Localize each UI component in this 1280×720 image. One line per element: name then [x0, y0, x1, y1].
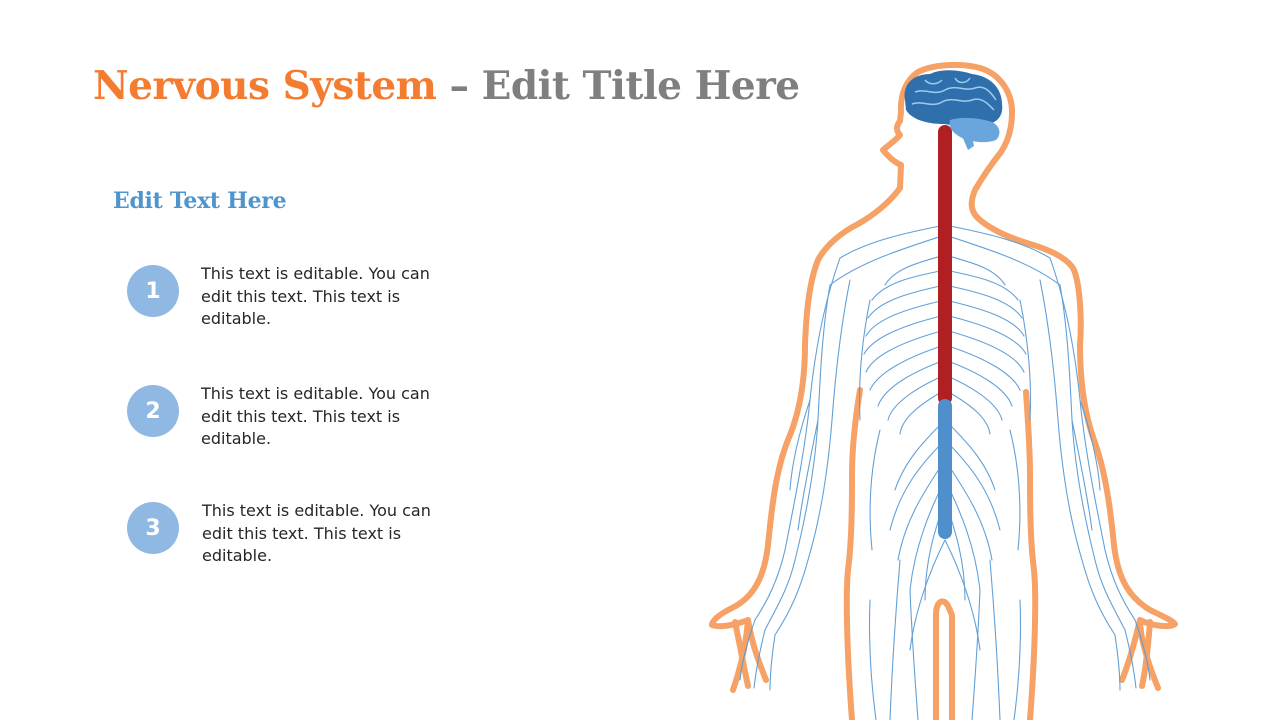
- item-text[interactable]: This text is editable. You can edit this…: [201, 384, 430, 448]
- number-badge: 1: [127, 265, 179, 317]
- list-item: 1 This text is editable. You can edit th…: [127, 263, 467, 343]
- number-badge: 2: [127, 385, 179, 437]
- slide-title[interactable]: Nervous System – Edit Title Here: [93, 62, 800, 110]
- item-text[interactable]: This text is editable. You can edit this…: [201, 264, 430, 328]
- title-highlight: Nervous System: [93, 63, 437, 109]
- nerve-network: [739, 224, 1151, 720]
- list-item: 3 This text is editable. You can edit th…: [127, 500, 467, 580]
- number-badge: 3: [127, 502, 179, 554]
- list-item: 2 This text is editable. You can edit th…: [127, 383, 467, 463]
- brain-icon: [904, 70, 1003, 150]
- item-text[interactable]: This text is editable. You can edit this…: [202, 501, 431, 565]
- body-outline: [709, 61, 1178, 720]
- section-subtitle[interactable]: Edit Text Here: [113, 188, 287, 214]
- title-rest: – Edit Title Here: [436, 63, 801, 109]
- nervous-system-illustration: [709, 61, 1178, 720]
